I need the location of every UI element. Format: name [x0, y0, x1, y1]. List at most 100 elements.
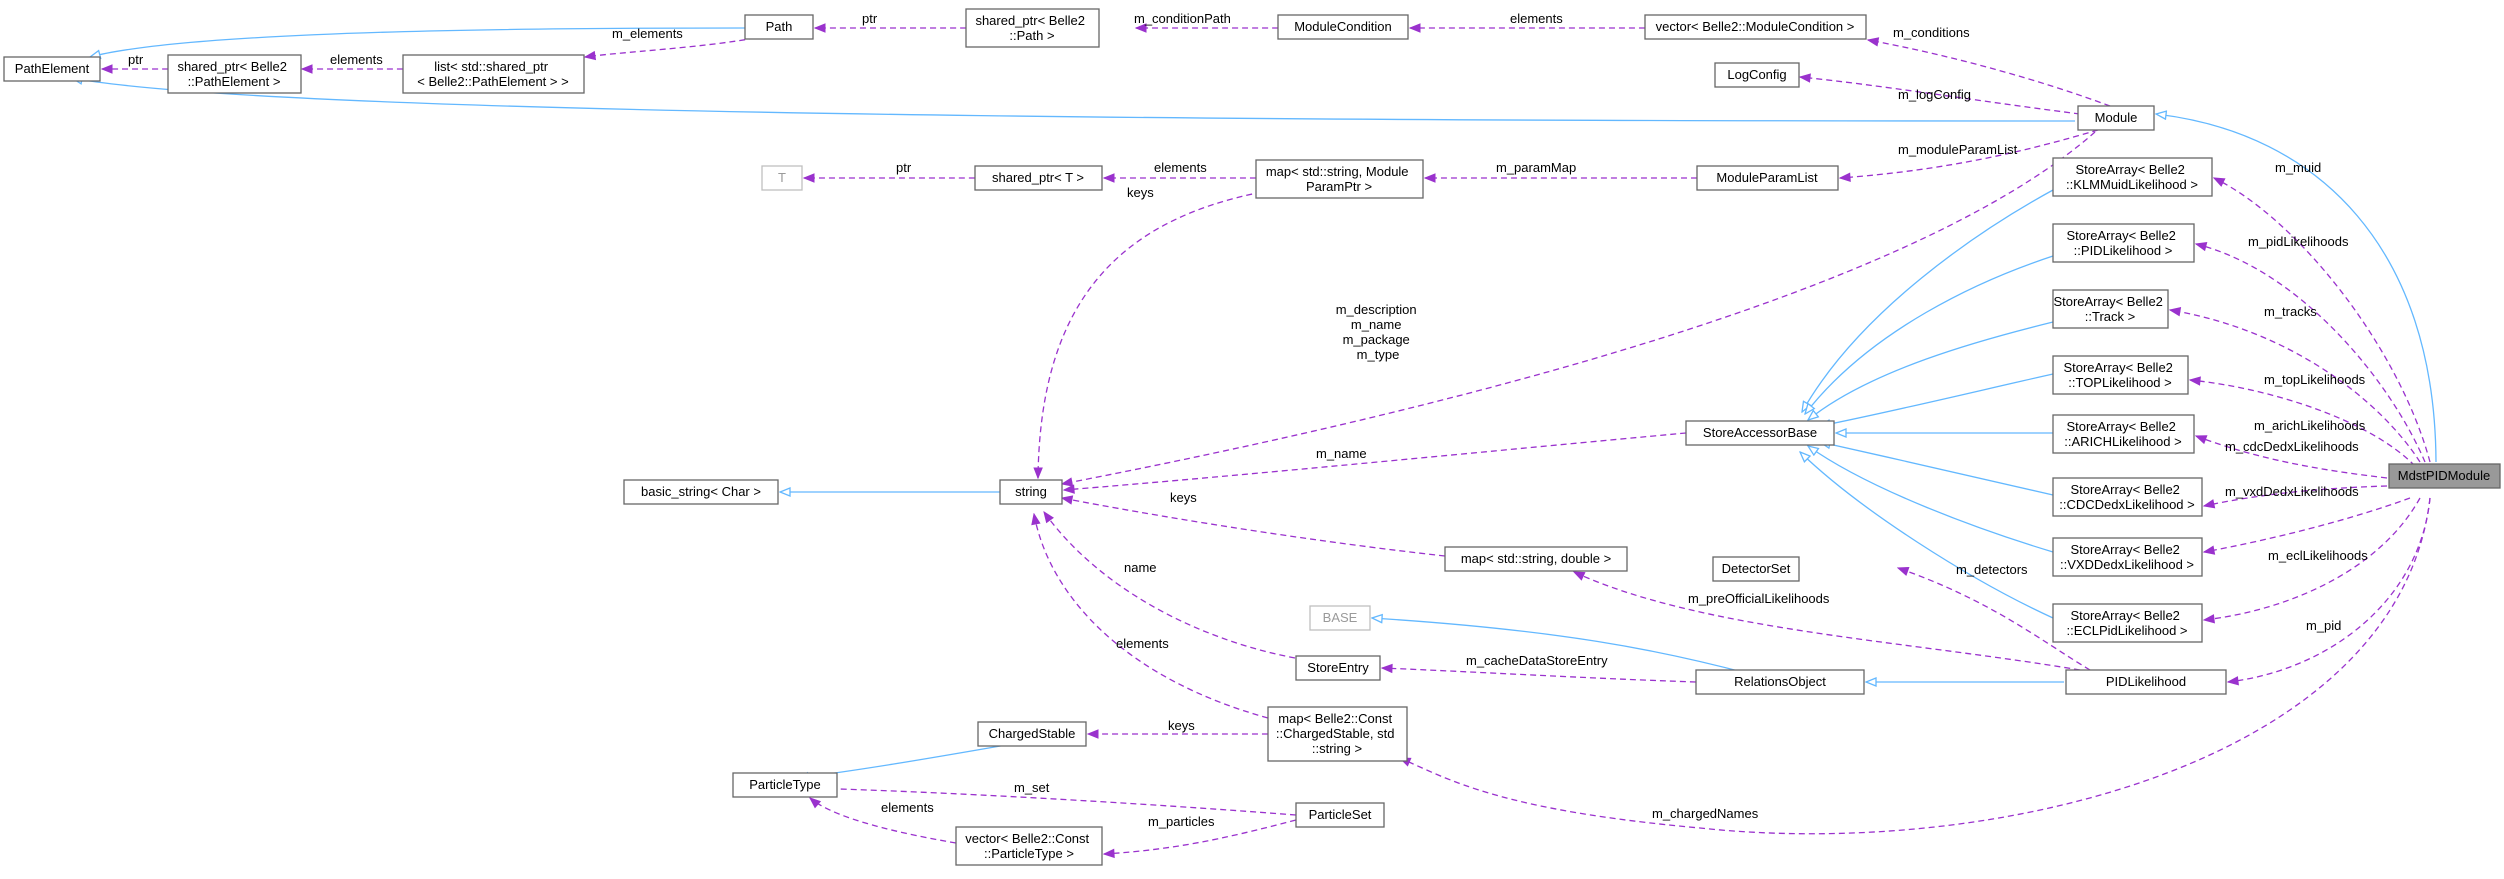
node-path-element[interactable]: PathElement: [3, 56, 101, 82]
svg-text:DetectorSet: DetectorSet: [1722, 561, 1791, 576]
node-shared-ptr-t[interactable]: shared_ptr< T >: [974, 165, 1103, 191]
svg-text:ChargedStable: ChargedStable: [989, 726, 1076, 741]
edge-pid-likelihood-to-map-double: m_preOfficialLikelihoods: [1574, 571, 2081, 671]
node-relations-object[interactable]: RelationsObject: [1695, 669, 1865, 695]
node-store-array-vxd[interactable]: StoreArray< Belle2 ::VXDDedxLikelihood >: [2052, 537, 2203, 577]
edge-vector-to-module-condition: elements: [1410, 11, 1645, 28]
svg-text:m_name: m_name: [1316, 446, 1367, 461]
edge-map-double-to-string: keys: [1062, 490, 1446, 557]
node-t[interactable]: T: [761, 165, 803, 191]
node-store-array-arich[interactable]: StoreArray< Belle2 ::ARICHLikelihood >: [2052, 414, 2195, 454]
svg-text:PIDLikelihood: PIDLikelihood: [2106, 674, 2186, 689]
node-map-charged-stable[interactable]: map< Belle2::Const ::ChargedStable, std …: [1267, 706, 1408, 762]
node-string[interactable]: string: [999, 479, 1063, 505]
edge-shared-ptr-path-to-path: ptr: [815, 11, 966, 28]
node-store-array-pid[interactable]: StoreArray< Belle2 ::PIDLikelihood >: [2052, 223, 2195, 263]
node-store-entry[interactable]: StoreEntry: [1295, 655, 1381, 681]
node-shared-ptr-path[interactable]: shared_ptr< Belle2 ::Path >: [965, 8, 1100, 48]
svg-text:StoreArray< Belle2 ::ARI: StoreArray< Belle2 ::ARICHLikelihood >: [2064, 419, 2181, 449]
node-detector-set[interactable]: DetectorSet: [1712, 556, 1800, 582]
svg-text:elements: elements: [881, 800, 934, 815]
edge-mdst-to-store-array-cdc: m_cdcDedxLikelihoods: [2204, 439, 2388, 506]
node-base[interactable]: BASE: [1309, 605, 1371, 631]
node-store-array-klm[interactable]: StoreArray< Belle2 ::KLMMuidLikelihood >: [2052, 157, 2213, 197]
node-particle-set[interactable]: ParticleSet: [1295, 802, 1385, 828]
svg-text:m_chargedNames: m_chargedNames: [1652, 806, 1759, 821]
node-module-param-list[interactable]: ModuleParamList: [1696, 165, 1839, 191]
svg-text:keys: keys: [1127, 185, 1154, 200]
svg-text:m_preOfficialLikelihoods: m_preOfficialLikelihoods: [1688, 591, 1830, 606]
svg-text:ModuleCondition: ModuleCondition: [1294, 19, 1392, 34]
svg-text:basic_string< Char >: basic_string< Char >: [641, 484, 761, 499]
svg-text:ptr: ptr: [862, 11, 878, 26]
edge-store-array-top-to-accessor: [1820, 373, 2054, 426]
edge-mdst-to-store-array-track: m_tracks: [2170, 304, 2421, 463]
svg-text:list< std::shared_ptr <: list< std::shared_ptr < Belle2::PathElem…: [417, 59, 568, 89]
node-store-array-ecl[interactable]: StoreArray< Belle2 ::ECLPidLikelihood >: [2052, 603, 2203, 643]
svg-text:ParticleType: ParticleType: [749, 777, 821, 792]
node-basic-string[interactable]: basic_string< Char >: [623, 479, 779, 505]
node-module-condition[interactable]: ModuleCondition: [1277, 14, 1409, 40]
edge-module-to-vector-condition: m_conditions: [1868, 25, 2111, 107]
edge-particle-set-to-vector-particle: m_particles: [1104, 814, 1297, 854]
svg-text:shared_ptr< Belle2 ::Pat: shared_ptr< Belle2 ::PathElement >: [177, 59, 290, 89]
svg-text:StoreArray< Belle2 ::VXD: StoreArray< Belle2 ::VXDDedxLikelihood >: [2060, 542, 2194, 572]
edge-map-param-to-shared-ptr-t: elements: [1104, 160, 1256, 178]
svg-text:m_tracks: m_tracks: [2264, 304, 2317, 319]
node-list-shared-ptr-path-element[interactable]: list< std::shared_ptr < Belle2::PathElem…: [402, 54, 585, 94]
edge-store-entry-to-string: name: [1044, 512, 1296, 659]
node-map-module-param-ptr[interactable]: map< std::string, Module ParamPtr >: [1255, 159, 1424, 199]
svg-text:ptr: ptr: [128, 52, 144, 67]
edge-shared-ptr-path-element-to-path-element: ptr: [102, 52, 168, 69]
svg-text:elements: elements: [1154, 160, 1207, 175]
node-map-string-double[interactable]: map< std::string, double >: [1444, 546, 1628, 572]
node-path[interactable]: Path: [744, 14, 814, 40]
node-mdst-pid-module[interactable]: MdstPIDModule: [2388, 463, 2501, 489]
node-store-array-track[interactable]: StoreArray< Belle2 ::Track >: [2052, 289, 2169, 329]
node-particle-type[interactable]: ParticleType: [732, 772, 838, 798]
svg-text:m_set: m_set: [1014, 780, 1050, 795]
module-strings-label: m_description m_name m_package m_type: [1336, 302, 1421, 362]
svg-text:StoreArray< Belle2 ::ECL: StoreArray< Belle2 ::ECLPidLikelihood >: [2066, 608, 2187, 638]
edge-module-to-string: m_description m_name m_package m_type: [1062, 131, 2096, 484]
node-store-array-top[interactable]: StoreArray< Belle2 ::TOPLikelihood >: [2052, 355, 2189, 395]
edge-module-to-path-element: [72, 78, 2076, 122]
edge-list-to-shared-ptr-path-element: elements: [302, 52, 403, 69]
node-shared-ptr-path-element[interactable]: shared_ptr< Belle2 ::PathElement >: [167, 54, 302, 94]
svg-text:Module: Module: [2095, 110, 2138, 125]
edge-map-charged-to-string: elements: [1034, 514, 1269, 719]
svg-text:ptr: ptr: [896, 160, 912, 175]
svg-text:elements: elements: [1510, 11, 1563, 26]
svg-text:m_pidLikelihoods: m_pidLikelihoods: [2248, 234, 2349, 249]
svg-text:m_vxdDedxLikelihoods: m_vxdDedxLikelihoods: [2225, 484, 2359, 499]
svg-text:map< Belle2::Const ::Cha: map< Belle2::Const ::ChargedStable, std …: [1276, 711, 1398, 756]
edge-module-to-log-config: m_logConfig: [1800, 77, 2081, 115]
svg-text:vector< Belle2::Const ::: vector< Belle2::Const ::ParticleType >: [965, 831, 1093, 861]
svg-text:StoreArray< Belle2 ::KLM: StoreArray< Belle2 ::KLMMuidLikelihood >: [2066, 162, 2198, 192]
edge-module-condition-to-shared-ptr-path: m_conditionPath: [1134, 11, 1278, 28]
node-store-accessor-base[interactable]: StoreAccessorBase: [1685, 420, 1835, 446]
node-log-config[interactable]: LogConfig: [1714, 62, 1800, 88]
node-pid-likelihood[interactable]: PIDLikelihood: [2065, 669, 2227, 695]
node-vector-module-condition[interactable]: vector< Belle2::ModuleCondition >: [1644, 14, 1867, 40]
svg-text:StoreArray< Belle2 ::CDC: StoreArray< Belle2 ::CDCDedxLikelihood >: [2059, 482, 2194, 512]
edge-mdst-pid-module-to-module: [2156, 114, 2437, 463]
node-vector-particle-type[interactable]: vector< Belle2::Const ::ParticleType >: [955, 826, 1103, 866]
svg-text:StoreArray< Belle2 ::TOP: StoreArray< Belle2 ::TOPLikelihood >: [2063, 360, 2176, 390]
svg-text:m_cdcDedxLikelihoods: m_cdcDedxLikelihoods: [2225, 439, 2359, 454]
svg-text:Path: Path: [766, 19, 793, 34]
svg-text:RelationsObject: RelationsObject: [1734, 674, 1826, 689]
svg-text:m_logConfig: m_logConfig: [1898, 87, 1971, 102]
svg-text:m_conditionPath: m_conditionPath: [1134, 11, 1231, 26]
svg-text:m_paramMap: m_paramMap: [1496, 160, 1576, 175]
edge-mdst-to-map-charged: m_chargedNames: [1400, 497, 2431, 835]
edge-vector-particle-to-particle-type: elements: [810, 798, 957, 844]
node-charged-stable[interactable]: ChargedStable: [977, 721, 1087, 747]
node-store-array-cdc[interactable]: StoreArray< Belle2 ::CDCDedxLikelihood >: [2052, 477, 2203, 517]
edge-module-to-module-param-list: m_moduleParamList: [1840, 129, 2099, 178]
node-module[interactable]: Module: [2077, 105, 2155, 131]
svg-text:m_conditions: m_conditions: [1893, 25, 1970, 40]
svg-text:string: string: [1015, 484, 1047, 499]
svg-text:name: name: [1124, 560, 1157, 575]
